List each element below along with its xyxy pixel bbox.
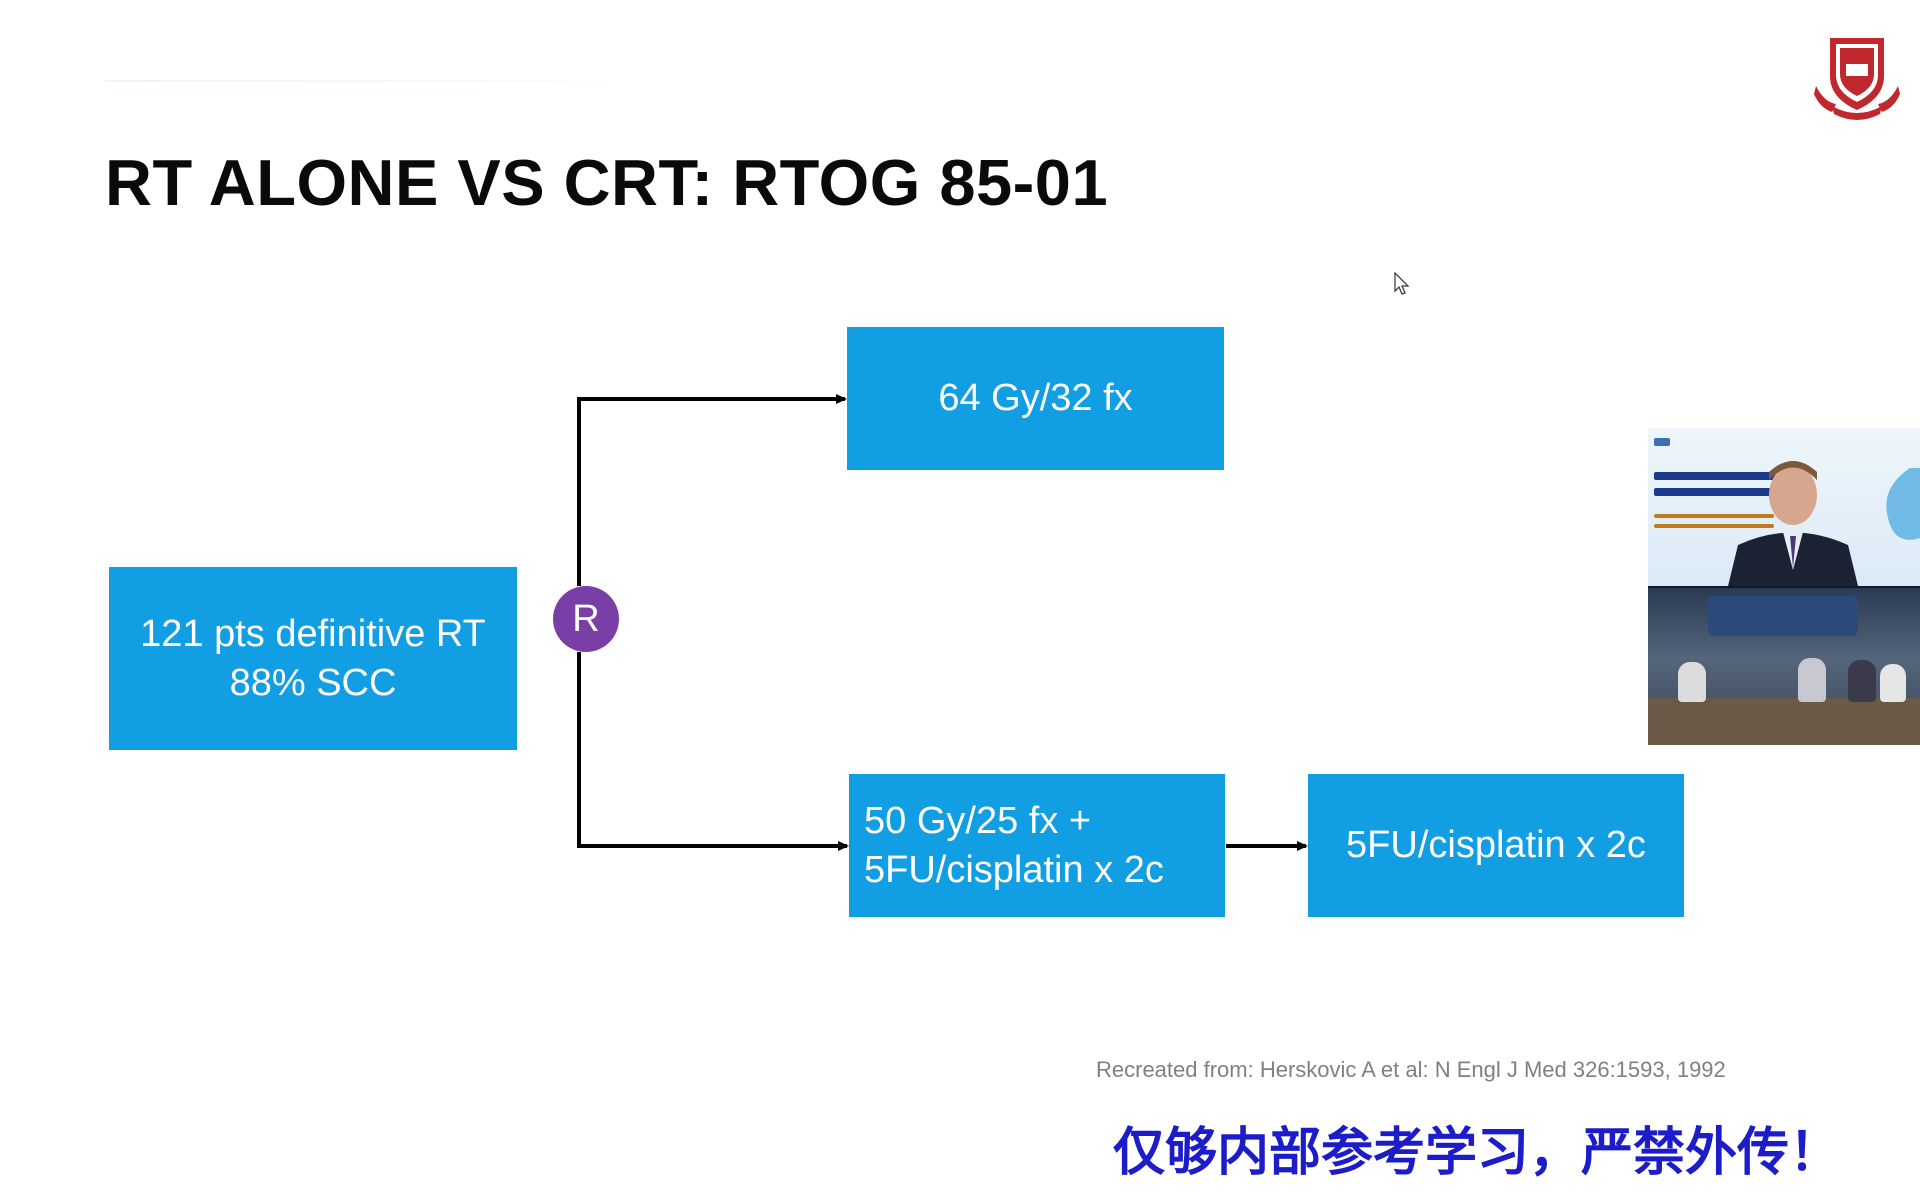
arm2-followup-text: 5FU/cisplatin x 2c <box>1346 824 1646 866</box>
audience-table <box>1648 698 1920 745</box>
randomization-circle: R <box>553 586 619 652</box>
connector-to-arm1 <box>577 394 847 586</box>
connector-to-arm2 <box>577 652 849 851</box>
slide-title: RT ALONE VS CRT: RTOG 85-01 <box>105 146 1109 219</box>
arm1-rt-alone-box: 64 Gy/32 fx <box>847 327 1224 470</box>
arm2-line2: 5FU/cisplatin x 2c <box>864 848 1164 891</box>
citation-text: Recreated from: Herskovic A et al: N Eng… <box>1096 1057 1726 1082</box>
audience-person <box>1880 664 1906 702</box>
audience-backdrop-sign <box>1708 596 1858 636</box>
video-conference-overlay <box>1648 428 1920 745</box>
title-divider <box>105 80 625 82</box>
audience-person <box>1678 662 1706 702</box>
mouse-pointer-icon <box>1394 272 1410 295</box>
university-crest-icon <box>1814 38 1900 120</box>
audience-person <box>1848 660 1876 702</box>
audience-person <box>1798 658 1826 702</box>
banner-subtext-line <box>1654 524 1774 528</box>
banner-logo-mark <box>1654 438 1670 446</box>
audience-video <box>1648 588 1920 745</box>
randomization-label: R <box>572 597 600 640</box>
banner-subtext-line <box>1654 514 1774 518</box>
banner-text-line <box>1654 488 1804 496</box>
patients-line1: 121 pts definitive RT <box>140 612 486 655</box>
patients-box: 121 pts definitive RT 88% SCC <box>109 567 517 750</box>
banner-text-line <box>1654 472 1804 480</box>
presenter-video <box>1648 428 1920 586</box>
stomach-graphic <box>1886 468 1920 540</box>
watermark-text: 仅够内部参考学习，严禁外传！ <box>1113 1123 1842 1183</box>
arm1-text: 64 Gy/32 fx <box>938 377 1133 419</box>
arm2-crt-box: 50 Gy/25 fx + 5FU/cisplatin x 2c <box>849 774 1225 917</box>
patients-line2: 88% SCC <box>229 661 397 704</box>
arm2-followup-box: 5FU/cisplatin x 2c <box>1308 774 1684 917</box>
arm2-line1: 50 Gy/25 fx + <box>864 799 1092 842</box>
presenter-figure <box>1728 461 1858 586</box>
